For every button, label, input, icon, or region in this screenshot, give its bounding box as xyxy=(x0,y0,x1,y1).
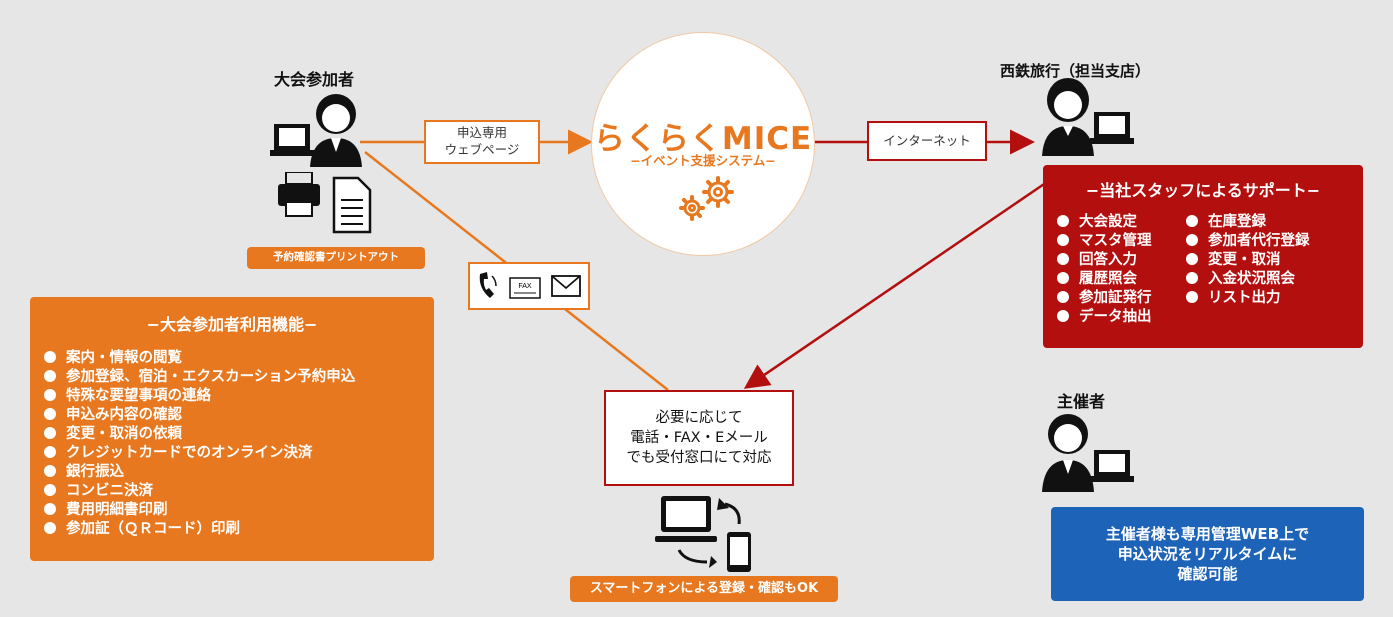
agency-to-contact-line xyxy=(743,178,1051,389)
smartphone-tag: スマートフォンによる登録・確認もOK xyxy=(570,576,838,602)
sync-arrow-icon xyxy=(677,502,741,564)
list-item: コンビニ決済 xyxy=(44,482,355,501)
list-item: 入金状況照会 xyxy=(1186,270,1310,289)
organizer-note-line1: 主催者様も専用管理WEB上で xyxy=(1105,525,1310,543)
organizer-note-box: 主催者様も専用管理WEB上で 申込状況をリアルタイムに 確認可能 xyxy=(1051,507,1364,601)
list-item: 参加証発行 xyxy=(1057,289,1152,308)
phone-icon xyxy=(479,272,497,298)
mice-circle xyxy=(591,32,815,256)
support-list-left: 大会設定 マスタ管理 回答入力 履歴照会 参加証発行 データ抽出 xyxy=(1057,213,1152,327)
list-item: 在庫登録 xyxy=(1186,213,1310,232)
organizer-title: 主催者 xyxy=(1057,392,1106,411)
svg-text:FAX: FAX xyxy=(518,283,532,290)
web-page-label: 申込専用 ウェブページ xyxy=(424,120,540,164)
list-item: 参加証（ＱＲコード）印刷 xyxy=(44,520,355,539)
printer-icon xyxy=(278,172,372,234)
web-page-label-line1: 申込専用 xyxy=(456,125,507,140)
internet-label: インターネット xyxy=(867,121,987,161)
list-item: マスタ管理 xyxy=(1057,232,1152,251)
list-item: クレジットカードでのオンライン決済 xyxy=(44,444,355,463)
list-item: 案内・情報の閲覧 xyxy=(44,349,355,368)
contact-box-line3: でも受付窓口にて対応 xyxy=(626,450,772,466)
list-item: 変更・取消の依頼 xyxy=(44,425,355,444)
laptop-icon xyxy=(1090,450,1134,482)
contact-box-line2: 電話・FAX・Eメール xyxy=(630,430,768,446)
mice-logo: らくらくMICE xyxy=(593,121,813,157)
list-item: 銀行振込 xyxy=(44,463,355,482)
list-item: 特殊な要望事項の連絡 xyxy=(44,387,355,406)
list-item: 参加登録、宿泊・エクスカーション予約申込 xyxy=(44,368,355,387)
smartphone-icon xyxy=(727,532,751,572)
features-list: 案内・情報の閲覧 参加登録、宿泊・エクスカーション予約申込 特殊な要望事項の連絡… xyxy=(44,349,355,539)
list-item: 費用明細書印刷 xyxy=(44,501,355,520)
support-box-heading: −当社スタッフによるサポート− xyxy=(1085,181,1321,200)
fax-icon: FAX xyxy=(509,277,541,299)
list-item: 参加者代行登録 xyxy=(1186,232,1310,251)
gear-icon xyxy=(679,176,734,221)
list-item: データ抽出 xyxy=(1057,308,1152,327)
contact-box-line1: 必要に応じて xyxy=(655,410,743,426)
organizer-note-line2: 申込状況をリアルタイムに xyxy=(1117,545,1298,563)
organizer-person-icon xyxy=(1042,414,1134,492)
print-out-tag: 予約確認書プリントアウト xyxy=(247,247,425,269)
laptop-icon xyxy=(1090,112,1134,144)
organizer-note-line3: 確認可能 xyxy=(1177,565,1238,583)
list-item: 申込み内容の確認 xyxy=(44,406,355,425)
agency-person-icon xyxy=(1042,78,1134,156)
features-box: −大会参加者利用機能− 案内・情報の閲覧 参加登録、宿泊・エクスカーション予約申… xyxy=(30,297,434,561)
computer-icon xyxy=(655,496,717,542)
mice-subtitle: −イベント支援システム− xyxy=(630,153,776,168)
participant-title: 大会参加者 xyxy=(274,70,355,89)
device-sync-icon xyxy=(655,496,751,572)
list-item: 大会設定 xyxy=(1057,213,1152,232)
support-list-right: 在庫登録 参加者代行登録 変更・取消 入金状況照会 リスト出力 xyxy=(1186,213,1310,308)
features-box-heading: −大会参加者利用機能− xyxy=(146,315,318,334)
participant-person-icon xyxy=(270,94,362,167)
list-item: 回答入力 xyxy=(1057,251,1152,270)
mail-icon xyxy=(551,275,581,297)
web-page-label-line2: ウェブページ xyxy=(444,142,520,157)
agency-title: 西鉄旅行（担当支店） xyxy=(1000,62,1151,80)
list-item: 変更・取消 xyxy=(1186,251,1310,270)
list-item: 履歴照会 xyxy=(1057,270,1152,289)
contact-channels-box: FAX xyxy=(468,262,590,310)
contact-box: 必要に応じて 電話・FAX・Eメール でも受付窓口にて対応 xyxy=(604,390,794,486)
support-box: −当社スタッフによるサポート− 大会設定 マスタ管理 回答入力 履歴照会 参加証… xyxy=(1043,165,1363,348)
list-item: リスト出力 xyxy=(1186,289,1310,308)
